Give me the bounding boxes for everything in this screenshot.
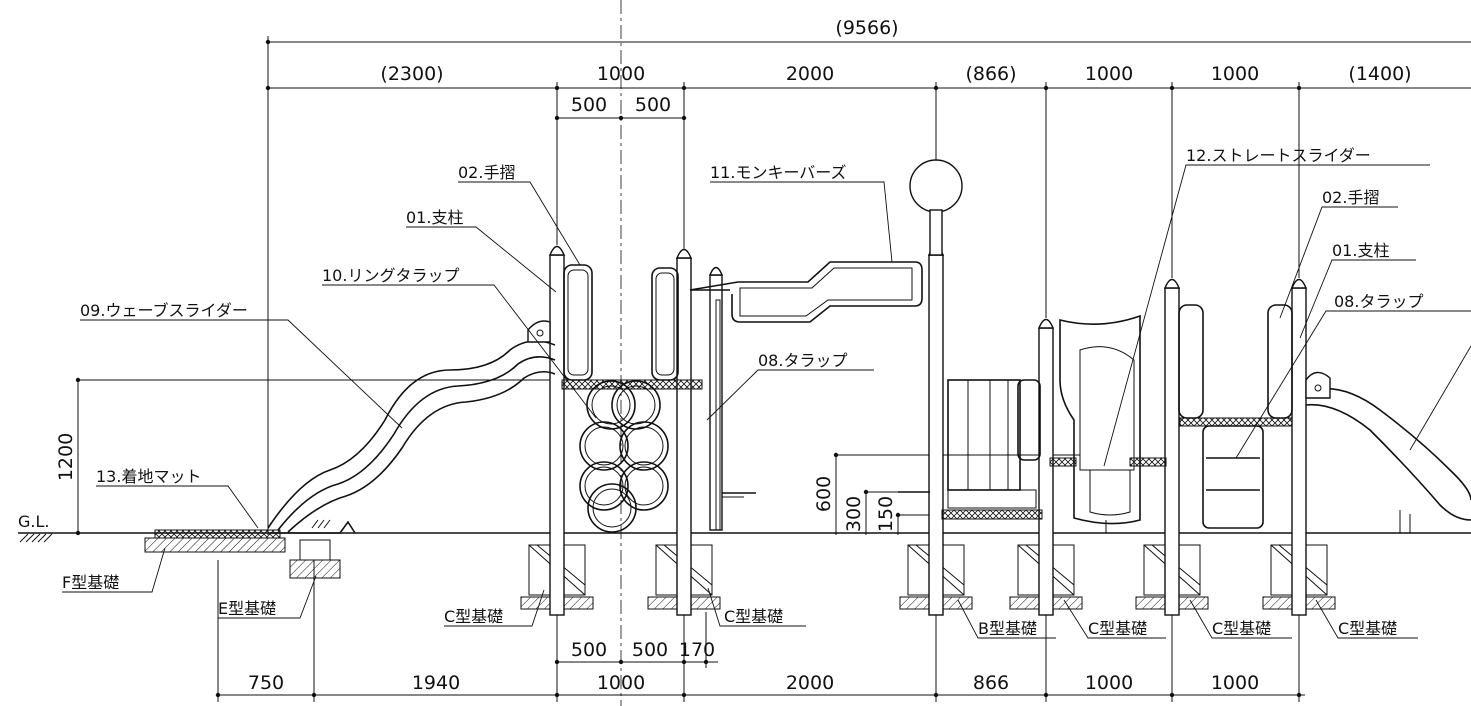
dim-half-2: 500 — [635, 94, 671, 116]
posts — [548, 159, 1308, 616]
dim-top-3: 2000 — [786, 63, 834, 85]
dim-bottom-1: 750 — [248, 672, 284, 694]
label-found-f: F型基礎 — [62, 573, 119, 592]
dim-height-150: 150 — [875, 496, 897, 532]
label-gl: G.L. — [18, 512, 49, 531]
dim-bottom-4: 2000 — [786, 672, 834, 694]
dim-bottom-7: 1000 — [1211, 672, 1259, 694]
monkey-bars — [689, 261, 923, 323]
dim-bottom-3: 1000 — [597, 672, 645, 694]
wave-slider — [267, 320, 556, 534]
dim-top-6: 1000 — [1211, 63, 1259, 85]
label-found-c2: C型基礎 — [724, 607, 783, 626]
label-trap-mid: 08.タラップ — [758, 351, 847, 370]
dim-half-1: 500 — [571, 94, 607, 116]
dim-bottom-5: 866 — [973, 672, 1009, 694]
dim-bottom-half-3: 170 — [679, 639, 715, 661]
dim-bottom-6: 1000 — [1085, 672, 1133, 694]
ladder-right — [1202, 425, 1264, 529]
label-found-c5: C型基礎 — [1338, 619, 1397, 638]
dim-top-5: 1000 — [1085, 63, 1133, 85]
leader-lines — [62, 164, 1471, 639]
dim-bottom-2: 1940 — [412, 672, 460, 694]
label-found-e: E型基礎 — [218, 599, 276, 618]
foundations — [144, 529, 1336, 610]
dim-bottom-half-2: 500 — [632, 639, 668, 661]
ring-trap — [579, 380, 669, 533]
label-handrail-right: 02.手摺 — [1322, 188, 1379, 207]
label-found-c3: C型基礎 — [1088, 619, 1147, 638]
dim-top-7: (1400) — [1348, 63, 1411, 85]
label-post-right: 01.支柱 — [1332, 241, 1389, 260]
label-monkey-bars: 11.モンキーバーズ — [710, 163, 847, 182]
handrails — [563, 264, 1293, 461]
dimension-text: (9566) (2300) 1000 2000 (866) 1000 1000 … — [55, 17, 1412, 694]
dim-overall: (9566) — [835, 17, 898, 39]
component-labels: G.L. 02.手摺 01.支柱 10.リングタラップ 09.ウェーブスライダー… — [18, 146, 1423, 638]
label-found-c4: C型基礎 — [1212, 619, 1271, 638]
label-found-c1: C型基礎 — [444, 607, 503, 626]
panel-wall — [898, 379, 1037, 509]
dim-top-2: 1000 — [597, 63, 645, 85]
label-post-left: 01.支柱 — [406, 208, 463, 227]
straight-slider — [1059, 314, 1141, 533]
label-wave-slider: 09.ウェーブスライダー — [80, 301, 248, 320]
label-found-b: B型基礎 — [978, 619, 1037, 638]
label-straight-slider: 12.ストレートスライダー — [1186, 146, 1371, 165]
right-slide — [1305, 371, 1471, 533]
dim-top-4: (866) — [965, 63, 1016, 85]
label-ring-trap: 10.リングタラップ — [322, 266, 459, 285]
dim-bottom-half-1: 500 — [571, 639, 607, 661]
decks — [561, 379, 1293, 520]
dim-height-600: 600 — [813, 476, 835, 512]
dim-height-300: 300 — [843, 496, 865, 532]
label-handrail-left: 02.手摺 — [458, 163, 515, 182]
dimension-lines — [75, 0, 1471, 706]
label-trap-right: 08.タラップ — [1334, 292, 1423, 311]
dim-height-1200: 1200 — [55, 433, 77, 481]
label-landing-mat: 13.着地マット — [96, 467, 201, 486]
ladder-mid — [715, 299, 756, 531]
dim-top-1: (2300) — [380, 63, 443, 85]
